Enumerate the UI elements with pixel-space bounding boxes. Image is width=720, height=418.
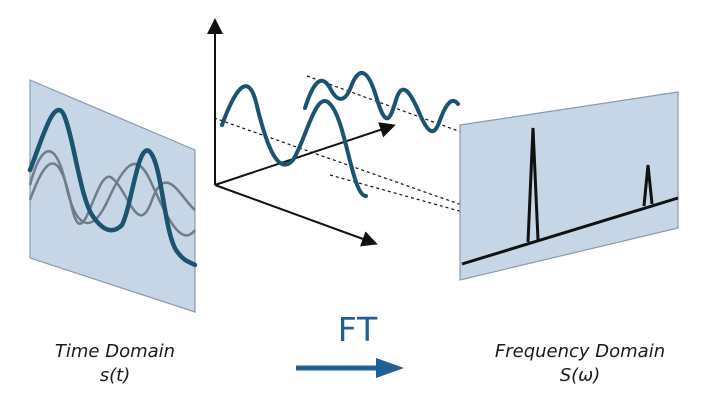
time-domain-title: Time Domain bbox=[54, 341, 176, 362]
frequency-domain-title: Frequency Domain bbox=[494, 341, 666, 362]
frequency-domain-panel bbox=[459, 91, 679, 281]
frequency-domain-symbol: S(ω) bbox=[559, 365, 601, 386]
frequency-domain-caption: Frequency Domain S(ω) bbox=[460, 340, 700, 388]
time-axis bbox=[214, 184, 378, 247]
transform-arrow bbox=[296, 358, 404, 378]
spectrum-peak-low bbox=[526, 127, 540, 243]
projection-line-mid bbox=[329, 174, 464, 213]
transform-label: FT bbox=[337, 310, 379, 349]
sinusoid-high-frequency bbox=[303, 71, 460, 134]
time-domain-panel bbox=[27, 79, 198, 313]
time-signal-wave bbox=[27, 107, 198, 268]
component-sinusoids bbox=[220, 71, 460, 198]
time-domain-symbol: s(t) bbox=[99, 365, 131, 386]
frequency-domain-plane bbox=[459, 91, 679, 281]
spectrum-peak-high bbox=[642, 164, 654, 207]
time-domain-caption: Time Domain s(t) bbox=[20, 340, 210, 388]
frequency-baseline bbox=[461, 196, 679, 266]
center-axes bbox=[207, 18, 396, 247]
sinusoid-low-frequency bbox=[220, 84, 368, 198]
frequency-axis bbox=[214, 122, 396, 186]
